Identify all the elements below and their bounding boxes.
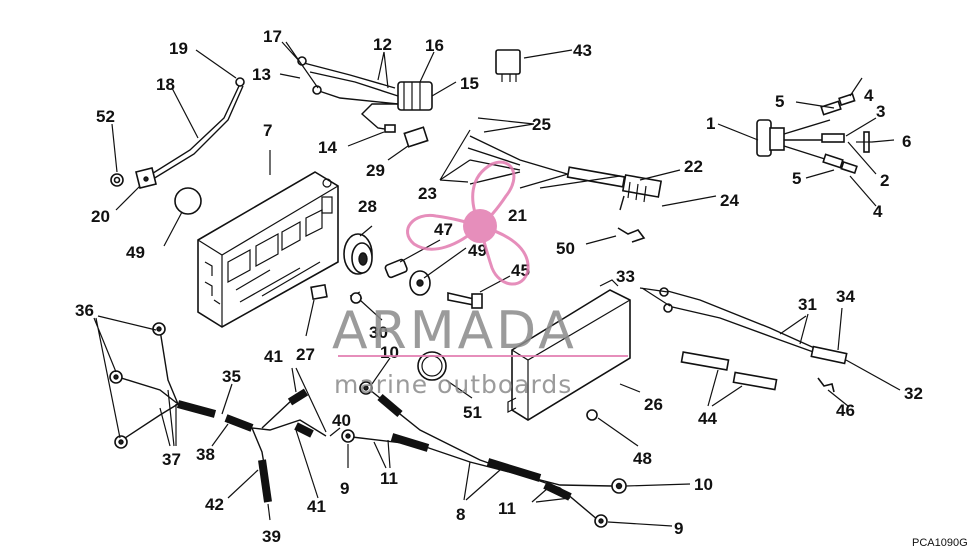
- callout-16: 16: [425, 36, 444, 55]
- callout-28: 28: [358, 197, 377, 216]
- callout-17: 17: [263, 27, 282, 46]
- sensor-lead: [467, 135, 663, 211]
- connector-plug-assembly: [756, 93, 872, 175]
- callout-39: 39: [262, 527, 281, 546]
- callout-5-top: 5: [775, 92, 784, 111]
- callout-1: 1: [706, 114, 715, 133]
- callout-20: 20: [91, 207, 110, 226]
- callout-11-right: 11: [498, 499, 516, 518]
- callout-4-top: 4: [864, 86, 874, 105]
- callout-4-bottom: 4: [873, 202, 883, 221]
- callout-15: 15: [460, 74, 479, 93]
- callout-48: 48: [633, 449, 652, 468]
- callout-41-bottom: 41: [307, 497, 326, 516]
- callout-51: 51: [463, 403, 482, 422]
- left-harness: [109, 322, 327, 503]
- callout-23: 23: [418, 184, 437, 203]
- callout-labels: 1 2 3 4 4 5 5 6 7 8 9 9 10 10 11 11 12 1…: [75, 27, 923, 546]
- callout-34: 34: [836, 287, 855, 306]
- harness-block: [197, 171, 339, 328]
- callout-25: 25: [532, 115, 551, 134]
- callout-5-bottom: 5: [792, 169, 801, 188]
- callout-37: 37: [162, 450, 181, 469]
- switch-harness: [297, 56, 433, 133]
- callout-3: 3: [876, 102, 885, 121]
- callout-9-right: 9: [674, 519, 683, 538]
- watermark-tagline: marine outboards: [334, 370, 572, 399]
- callout-50: 50: [556, 239, 575, 258]
- callout-49-left: 49: [126, 243, 145, 262]
- callout-24: 24: [720, 191, 739, 210]
- callout-43: 43: [573, 41, 592, 60]
- armada-watermark: ARMADA marine outboards: [332, 160, 628, 399]
- callout-8: 8: [456, 505, 465, 524]
- watermark-brand: ARMADA: [332, 301, 577, 361]
- callout-11-left: 11: [380, 469, 398, 488]
- callout-44: 44: [698, 409, 717, 428]
- callout-46: 46: [836, 401, 855, 420]
- callout-42: 42: [205, 495, 224, 514]
- callout-38: 38: [196, 445, 215, 464]
- callout-26: 26: [644, 395, 663, 414]
- callout-47: 47: [434, 220, 453, 239]
- callout-10-right: 10: [694, 475, 713, 494]
- callout-7: 7: [263, 121, 272, 140]
- figure-code: PCA1090G: [912, 537, 968, 549]
- right-cable-set: [659, 287, 848, 393]
- propeller-logo-icon: [406, 160, 530, 286]
- callout-30: 30: [369, 323, 388, 342]
- callout-19: 19: [169, 39, 188, 58]
- callout-40: 40: [332, 411, 351, 430]
- ground-strap: [110, 77, 245, 189]
- callout-2: 2: [880, 171, 889, 190]
- callout-14: 14: [318, 138, 337, 157]
- battery-cable-long: [341, 381, 627, 528]
- callout-13: 13: [252, 65, 271, 84]
- callout-31: 31: [798, 295, 817, 314]
- callout-18: 18: [156, 75, 175, 94]
- callout-33: 33: [616, 267, 635, 286]
- grommet-group: [174, 187, 483, 309]
- callout-35: 35: [222, 367, 241, 386]
- callout-32: 32: [904, 384, 923, 403]
- callout-36: 36: [75, 301, 94, 320]
- callout-9-left: 9: [340, 479, 349, 498]
- callout-41-top: 41: [264, 347, 283, 366]
- callout-49-right: 49: [468, 241, 487, 260]
- callout-21: 21: [508, 206, 527, 225]
- leader-lines: [93, 41, 901, 527]
- callout-52: 52: [96, 107, 115, 126]
- callout-12: 12: [373, 35, 392, 54]
- small-parts: [310, 49, 646, 421]
- callout-29: 29: [366, 161, 385, 180]
- callout-6: 6: [902, 132, 911, 151]
- callout-27: 27: [296, 345, 315, 364]
- callout-10-left: 10: [380, 343, 399, 362]
- callout-22: 22: [684, 157, 703, 176]
